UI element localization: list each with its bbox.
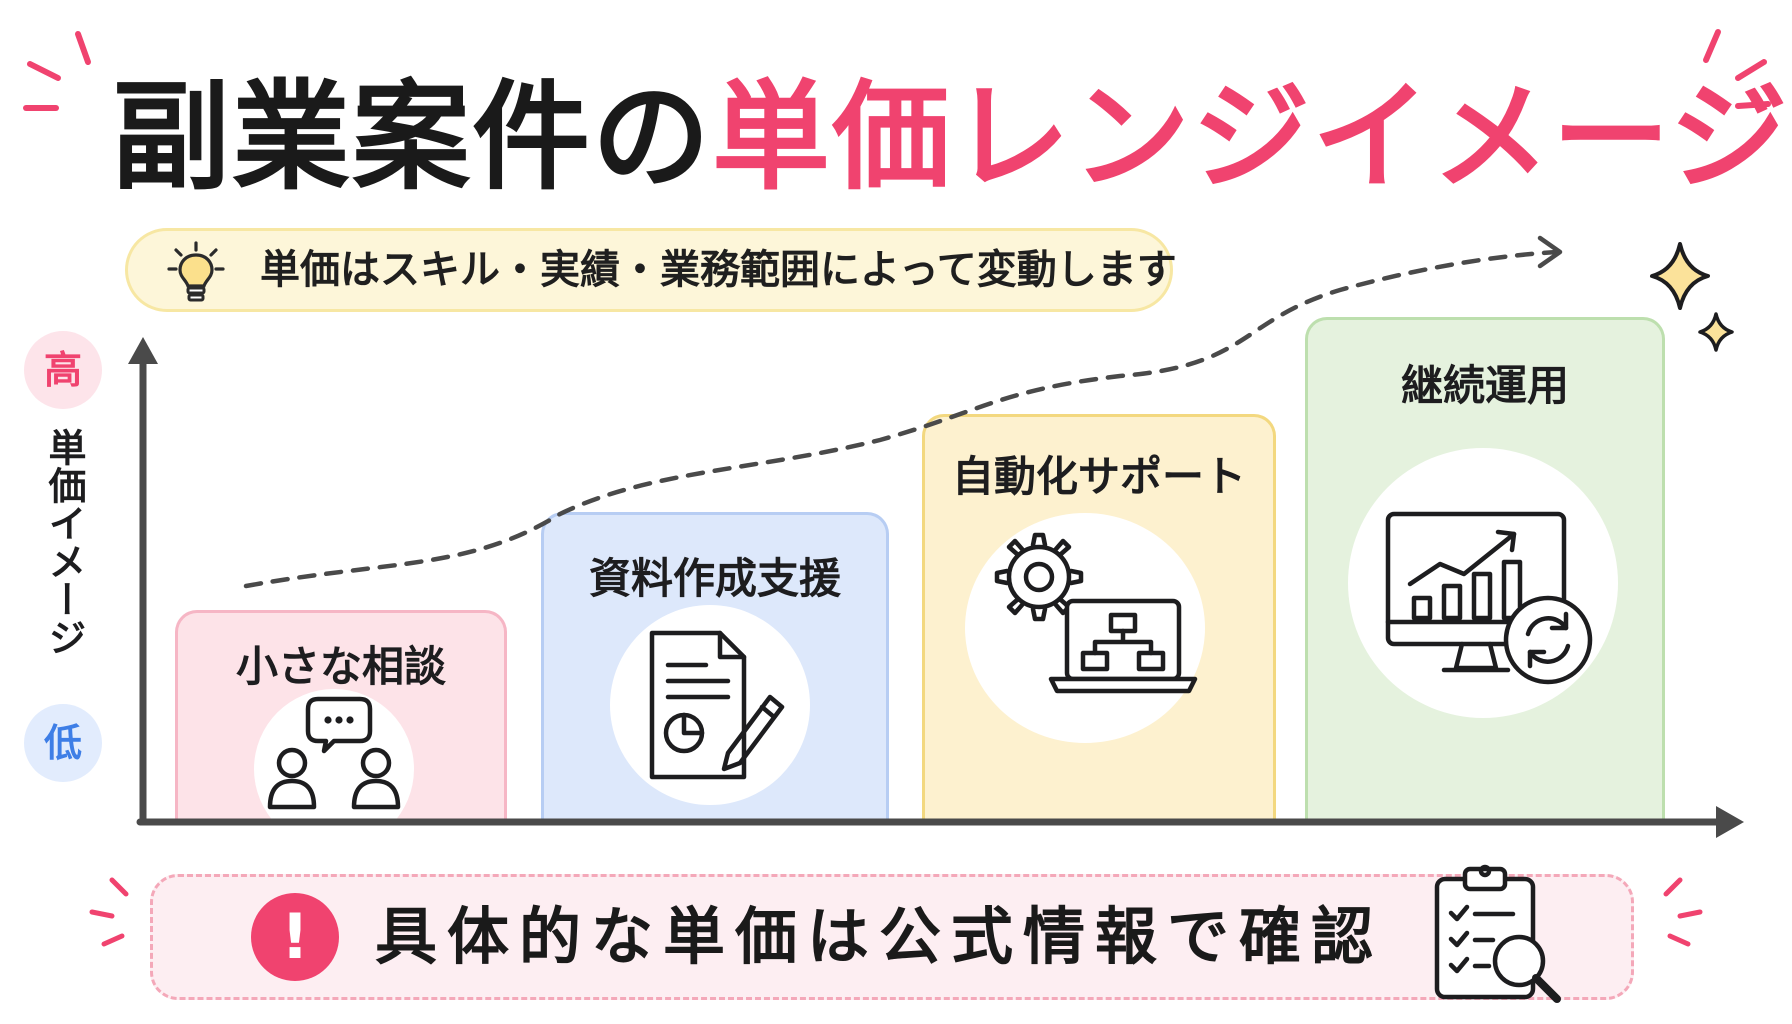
consultation-chat-icon bbox=[267, 696, 401, 810]
axis-low-badge: 低 bbox=[24, 704, 102, 782]
trend-line bbox=[243, 249, 1561, 589]
axis-high-badge: 高 bbox=[24, 331, 102, 409]
bar-document-support: 資料作成支援 bbox=[541, 512, 889, 822]
lightbulb-icon bbox=[167, 241, 225, 302]
title-main: 副業案件の bbox=[112, 68, 713, 206]
y-axis-label: 単価イメージ bbox=[42, 428, 86, 656]
monitor-chart-refresh-icon bbox=[1385, 511, 1593, 685]
gear-icon bbox=[994, 532, 1084, 622]
gear-laptop-flowchart-icon bbox=[994, 532, 1198, 694]
trend-arrowhead bbox=[1537, 235, 1563, 269]
bar-automation-support: 自動化サポート bbox=[922, 414, 1276, 822]
clipboard-search-icon bbox=[1434, 864, 1561, 1003]
x-axis-arrowhead bbox=[1716, 806, 1744, 838]
note-text: 単価はスキル・実績・業務範囲によって変動します bbox=[260, 247, 1177, 293]
bar-label: 自動化サポート bbox=[951, 452, 1246, 501]
footer-banner: ! 具体的な単価は公式情報で確認 bbox=[150, 864, 1634, 1003]
footer-text: 具体的な単価は公式情報で確認 bbox=[375, 900, 1384, 973]
warning-icon: ! bbox=[251, 893, 339, 981]
bar-label: 小さな相談 bbox=[235, 642, 446, 691]
page-title: 副業案件の単価レンジイメージ bbox=[112, 62, 1788, 212]
note-banner: 単価はスキル・実績・業務範囲によって変動します bbox=[125, 228, 1177, 312]
title-accent: 単価レンジイメージ bbox=[712, 68, 1790, 206]
document-edit-icon bbox=[649, 630, 785, 780]
bar-label: 継続運用 bbox=[1400, 361, 1569, 410]
y-axis-arrowhead bbox=[128, 337, 158, 364]
bar-continuous-operation: 継続運用 bbox=[1305, 317, 1665, 822]
bar-small-consultation: 小さな相談 bbox=[175, 610, 507, 822]
bar-label: 資料作成支援 bbox=[588, 554, 841, 603]
